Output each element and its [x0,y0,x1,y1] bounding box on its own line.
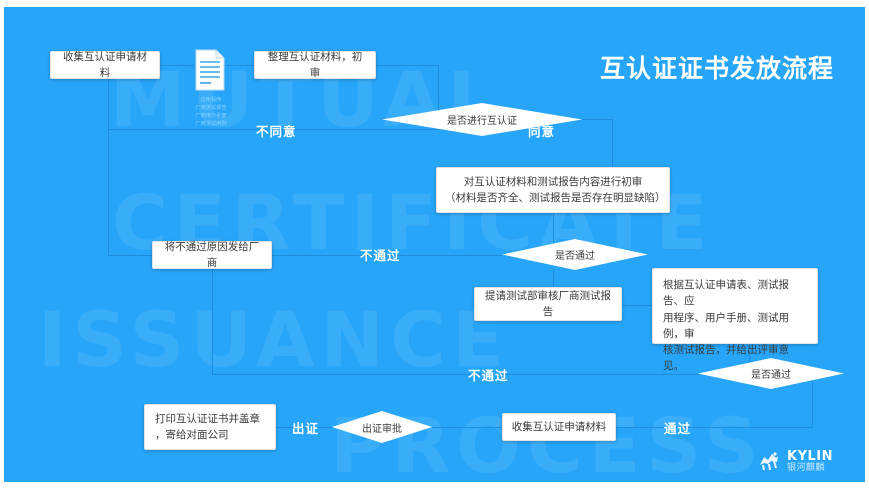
connector-agree-line [582,119,612,120]
connector-organize-right [376,65,438,66]
connector-request-to-review [622,305,652,306]
connector-decision3-down [812,374,813,427]
node-organize-first-review[interactable]: 整理互认证材料，初审 [254,51,376,79]
logo-chinese-text: 银河麒麟 [787,462,826,473]
connector-fail2-up [212,269,213,374]
decision-pass-first[interactable]: 是否通过 [502,239,648,270]
decision-pass-second[interactable]: 是否通过 [698,358,844,389]
edge-label-fail-second: 不通过 [468,368,509,383]
flowchart-slide: MUTUAL CERTIFICATE ISSUANCE PROCESS 互认证证… [4,7,865,482]
connector-pass-line [616,427,812,428]
node-collect-application-top[interactable]: 收集互认证申请材料 [50,51,160,79]
decision-do-mutual-cert-label: 是否进行互认证 [447,116,517,127]
document-icon [194,49,226,91]
node-print-certificate[interactable]: 打印互认证证书并盖章 ，寄给对面公司 [144,404,276,450]
review-detail-line-1: 根据互认证申请表、测试报告、应 [663,279,789,308]
decision-pass-first-label: 是否通过 [555,251,595,262]
connector-organize-down [438,65,439,119]
decision-pass-second-label: 是否通过 [751,370,791,381]
connector-fail1-line [272,255,502,256]
connector-decision2-down [553,269,554,287]
page-title: 互认证证书发放流程 [600,54,835,83]
print-certificate-line-2: ，寄给对面公司 [155,429,229,442]
kylin-mark-icon [760,452,778,470]
review-detail-line-3: 核测试报告，并给出评审意见。 [663,344,789,373]
node-first-review-detail[interactable]: 对互认证材料和测试报告内容进行初审 （材料是否齐全、测试报告是否存在明显缺陷） [436,167,670,213]
first-review-detail-line-1: 对互认证材料和测试报告内容进行初审 [463,175,643,188]
connector-to-fail-box [108,255,152,256]
document-icon-caption: 应用程序 厂商测试报告 厂商用户手册 厂商测试用例 [195,97,227,128]
first-review-detail-line-2: （材料是否齐全、测试报告是否存在明显缺陷） [445,192,666,204]
edge-label-fail-first: 不通过 [360,248,401,263]
edge-label-disagree: 不同意 [256,124,297,139]
connector-approve-to-print [276,427,332,428]
connector-review-down [749,344,750,374]
decision-do-mutual-cert[interactable]: 是否进行互认证 [382,103,582,136]
connector-collect-to-doc [160,65,194,66]
logo-english-text: KYLIN [787,448,833,464]
node-review-detail[interactable]: 根据互认证申请表、测试报告、应 用程序、用户手册、测试用例，审 核测试报告，并给… [652,268,818,372]
watermark-issuance: ISSUANCE [38,295,510,384]
connector-agree-down [612,119,613,167]
logo-text: KYLIN 银河麒麟 [787,450,833,473]
node-send-fail-reason[interactable]: 将不通过原因发给厂商 [152,241,272,269]
connector-disagree-down [108,129,109,255]
decision-issue-approval-label: 出证审批 [362,423,402,435]
connector-collect-down [108,77,109,129]
connector-fail2-line [212,374,699,375]
decision-issue-approval[interactable]: 出证审批 [332,411,432,443]
connector-disagree-line [108,129,482,130]
connector-doc-to-organize [226,65,254,66]
print-certificate-line-1: 打印互认证证书并盖章 [155,413,260,425]
connector-bigbox-down [553,213,554,255]
edge-label-issue: 出证 [292,421,320,436]
review-detail-line-2: 用程序、用户手册、测试用例，审 [663,311,789,340]
edge-label-pass: 通过 [664,421,692,436]
edge-label-agree: 同意 [528,124,556,139]
node-request-test-department[interactable]: 提请测试部审核厂商测试报告 [474,287,622,321]
connector-collect-to-approve [432,427,502,428]
node-collect-application-bottom[interactable]: 收集互认证申请材料 [502,413,616,441]
kylin-logo: KYLIN 银河麒麟 [756,448,833,474]
